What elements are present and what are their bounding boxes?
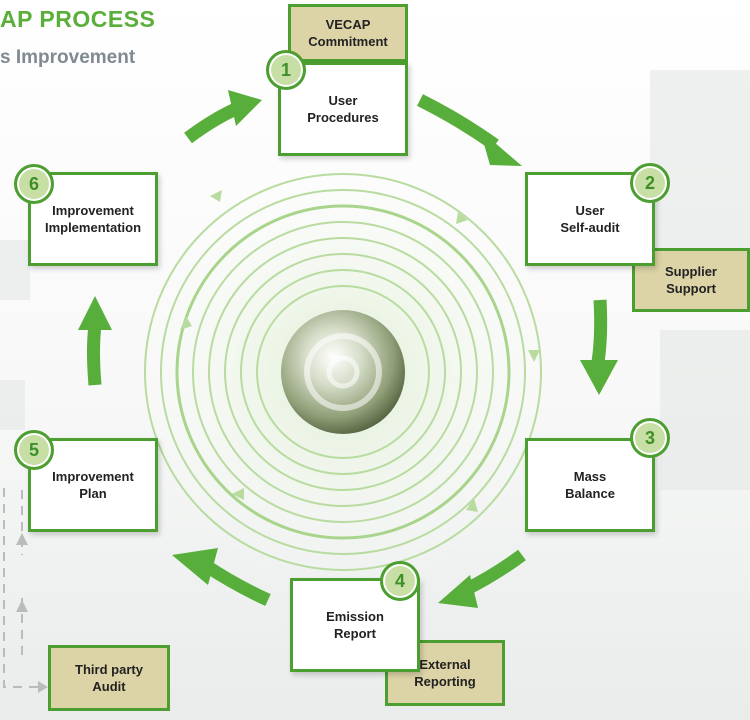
ring-arrowheads	[180, 190, 540, 512]
arrowhead-1-to-2	[480, 130, 522, 166]
ring	[192, 221, 494, 523]
step-2-box: User Self-audit	[525, 172, 655, 266]
ring	[256, 285, 430, 459]
ring-arrowhead	[210, 190, 222, 202]
arrow-4-to-5	[201, 559, 271, 606]
ring-arrowhead	[456, 212, 468, 224]
page-title: AP PROCESS	[0, 6, 156, 32]
step-4-label: Emission Report	[326, 609, 384, 641]
ring	[144, 173, 542, 571]
ring	[208, 237, 478, 507]
arrowhead-3-to-4	[438, 575, 478, 608]
step-2-number-badge: 2	[630, 163, 670, 203]
third-party-audit-box: Third party Audit	[48, 645, 170, 711]
step-5-label: Improvement Plan	[52, 469, 134, 501]
ring-arrowhead	[232, 488, 244, 500]
step-1-number-badge: 1	[266, 50, 306, 90]
arrowhead-6-to-1	[228, 90, 262, 126]
ring-arrowhead	[180, 316, 192, 330]
arrow-2-to-3	[591, 299, 608, 363]
arrowhead-2-to-3	[580, 360, 618, 395]
arrowhead-4-to-5	[172, 548, 218, 585]
audit-line-path	[3, 488, 38, 688]
page-subtitle: s Improvement	[0, 47, 136, 68]
ring	[160, 189, 526, 555]
arrow-6-to-1	[184, 102, 241, 144]
arrow-5-to-6	[87, 324, 102, 386]
orb-ring	[304, 333, 382, 411]
vecap-commitment-box: VECAP Commitment	[288, 4, 408, 62]
ring	[175, 204, 511, 540]
vecap-commitment-label: VECAP Commitment	[308, 17, 388, 49]
arrow-3-to-4	[462, 549, 526, 596]
external-reporting-label: External Reporting	[414, 657, 476, 689]
concentric-rings	[144, 173, 542, 571]
ring	[224, 253, 462, 491]
audit-arrowhead	[16, 533, 28, 545]
step-5-number-badge: 5	[14, 430, 54, 470]
third-party-audit-label: Third party Audit	[75, 662, 143, 694]
step-6-number-badge: 6	[14, 164, 54, 204]
supplier-support-label: Supplier Support	[664, 264, 717, 296]
step-3-box: Mass Balance	[525, 438, 655, 532]
step-3-number-badge: 3	[630, 418, 670, 458]
orb-ring	[326, 355, 360, 389]
flow-arrowheads	[78, 90, 618, 608]
audit-arrowhead	[38, 681, 48, 693]
step-1-label: User Procedures	[307, 93, 379, 125]
ring	[240, 269, 446, 475]
step-2-label: User Self-audit	[560, 203, 620, 235]
ring-arrowhead	[528, 350, 540, 362]
step-3-label: Mass Balance	[565, 469, 615, 501]
step-6-label: Improvement Implementation	[44, 203, 142, 235]
step-4-number-badge: 4	[380, 561, 420, 601]
ring-arrowhead	[466, 498, 478, 512]
step-6-box: Improvement Implementation	[28, 172, 158, 266]
arrowhead-5-to-6	[78, 296, 112, 330]
audit-arrowhead	[16, 600, 28, 612]
audit-feedback-arrows	[16, 533, 48, 693]
center-orb	[281, 310, 405, 434]
